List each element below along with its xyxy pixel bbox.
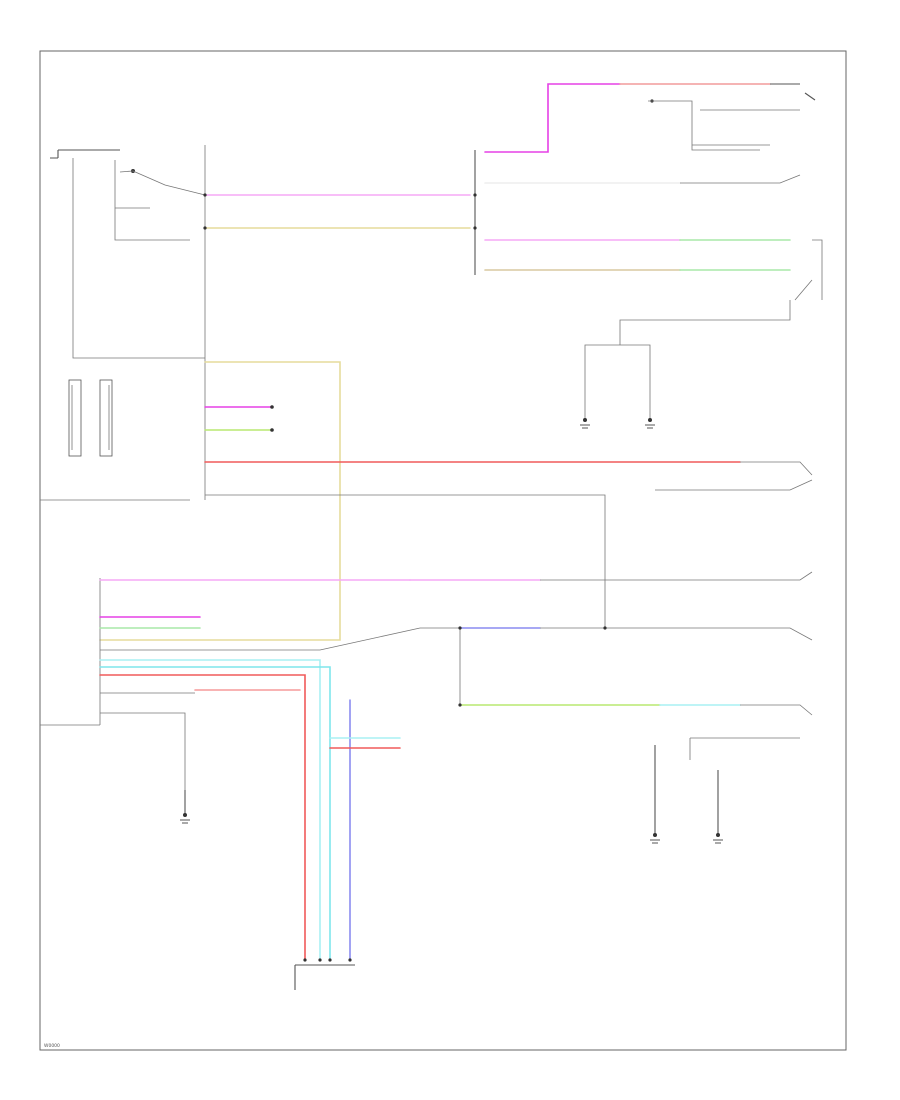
junctions	[203, 193, 607, 962]
wires-middle	[99, 361, 813, 641]
diagram-border	[39, 50, 847, 1051]
footer-code: W0000	[44, 1043, 60, 1049]
module-boundary-left	[40, 145, 206, 501]
module-boundary-lower	[40, 578, 101, 726]
connector-block-b	[99, 379, 113, 457]
wires-right-top	[484, 83, 823, 422]
ground-symbols	[180, 424, 723, 844]
wires-top	[204, 150, 476, 275]
connector-block-a	[68, 379, 82, 457]
fuse-block	[50, 149, 206, 359]
wires-lower	[99, 571, 813, 990]
